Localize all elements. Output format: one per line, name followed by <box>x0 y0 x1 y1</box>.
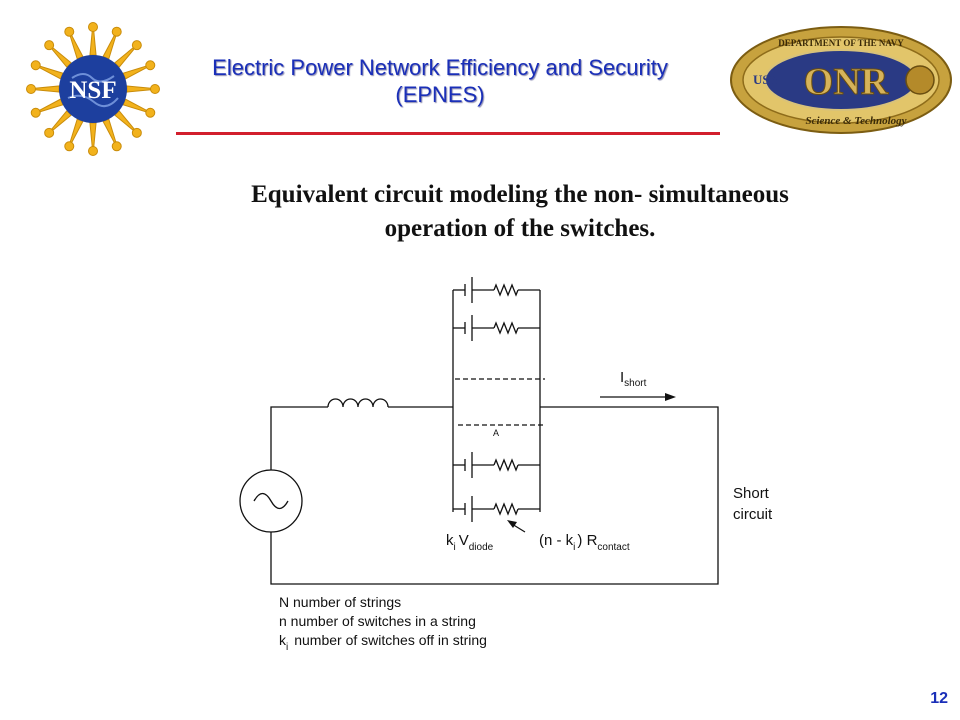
usn-badge-text: USN <box>753 72 780 87</box>
sunburst-knob <box>111 141 122 152</box>
header-title-line2: (EPNES) <box>395 82 485 107</box>
switch-string-branch <box>453 277 540 303</box>
switch-string-branch <box>453 496 540 522</box>
sunburst-knob <box>64 141 75 152</box>
sunburst-knob <box>88 146 98 156</box>
legend-line-switches: n number of switches in a string <box>279 613 476 629</box>
resistor-icon <box>493 458 519 472</box>
sunburst-knob <box>145 60 156 71</box>
slide-heading-line1: Equivalent circuit modeling the non- sim… <box>251 181 789 208</box>
short-circuit-label-line1: Short <box>733 485 770 502</box>
sunburst-knob <box>44 127 55 138</box>
sunburst-knob <box>111 26 122 37</box>
sunburst-knob <box>30 60 41 71</box>
onr-ring-top-text: DEPARTMENT OF THE NAVY <box>778 38 904 48</box>
onr-logo: DEPARTMENT OF THE NAVY Science & Technol… <box>730 26 952 134</box>
sunburst-icon <box>26 22 160 156</box>
switch-string-branch <box>453 452 540 478</box>
wire-bank-to-short <box>270 406 719 585</box>
sunburst-knob <box>30 107 41 118</box>
resistor-icon <box>493 502 519 516</box>
header-divider <box>176 132 720 135</box>
resistance-label: (n - ki) Rcontact <box>539 532 630 553</box>
header-title: Electric Power Network Efficiency and Se… <box>150 54 730 108</box>
sunburst-knob <box>150 84 160 94</box>
pointer-arrowhead-icon <box>507 520 517 528</box>
page-number: 12 <box>930 690 948 707</box>
slide-heading-line2: operation of the switches. <box>384 215 656 242</box>
onr-logo-text: ONR <box>804 61 889 103</box>
ac-source-icon <box>239 469 303 533</box>
sunburst-knob <box>88 22 98 32</box>
current-label: Ishort <box>620 369 647 389</box>
legend-line-strings: N number of strings <box>279 594 401 610</box>
sunburst-knob <box>131 127 142 138</box>
sunburst-knob <box>26 84 36 94</box>
inductor-icon <box>327 398 389 408</box>
nsf-logo: NSF <box>26 22 160 156</box>
header-title-line1: Electric Power Network Efficiency and Se… <box>212 55 668 80</box>
eagle-emblem-icon <box>905 65 935 95</box>
sunburst-knob <box>64 26 75 37</box>
ac-wave-icon <box>253 492 289 510</box>
sunburst-knob <box>131 40 142 51</box>
resistor-icon <box>493 283 519 297</box>
current-arrowhead-icon <box>665 393 676 401</box>
switch-string-branch <box>453 315 540 341</box>
resistor-icon <box>493 321 519 335</box>
sunburst-knob <box>44 40 55 51</box>
onr-ring-bottom-text: Science & Technology <box>805 115 906 127</box>
nsf-logo-text: NSF <box>69 77 116 104</box>
slide-heading: Equivalent circuit modeling the non- sim… <box>120 178 920 246</box>
short-circuit-label-line2: circuit <box>733 506 773 523</box>
nsf-globe <box>59 55 127 123</box>
sunburst-knob <box>145 107 156 118</box>
node-label-a: A <box>493 428 499 438</box>
wire-left-top <box>270 406 328 470</box>
